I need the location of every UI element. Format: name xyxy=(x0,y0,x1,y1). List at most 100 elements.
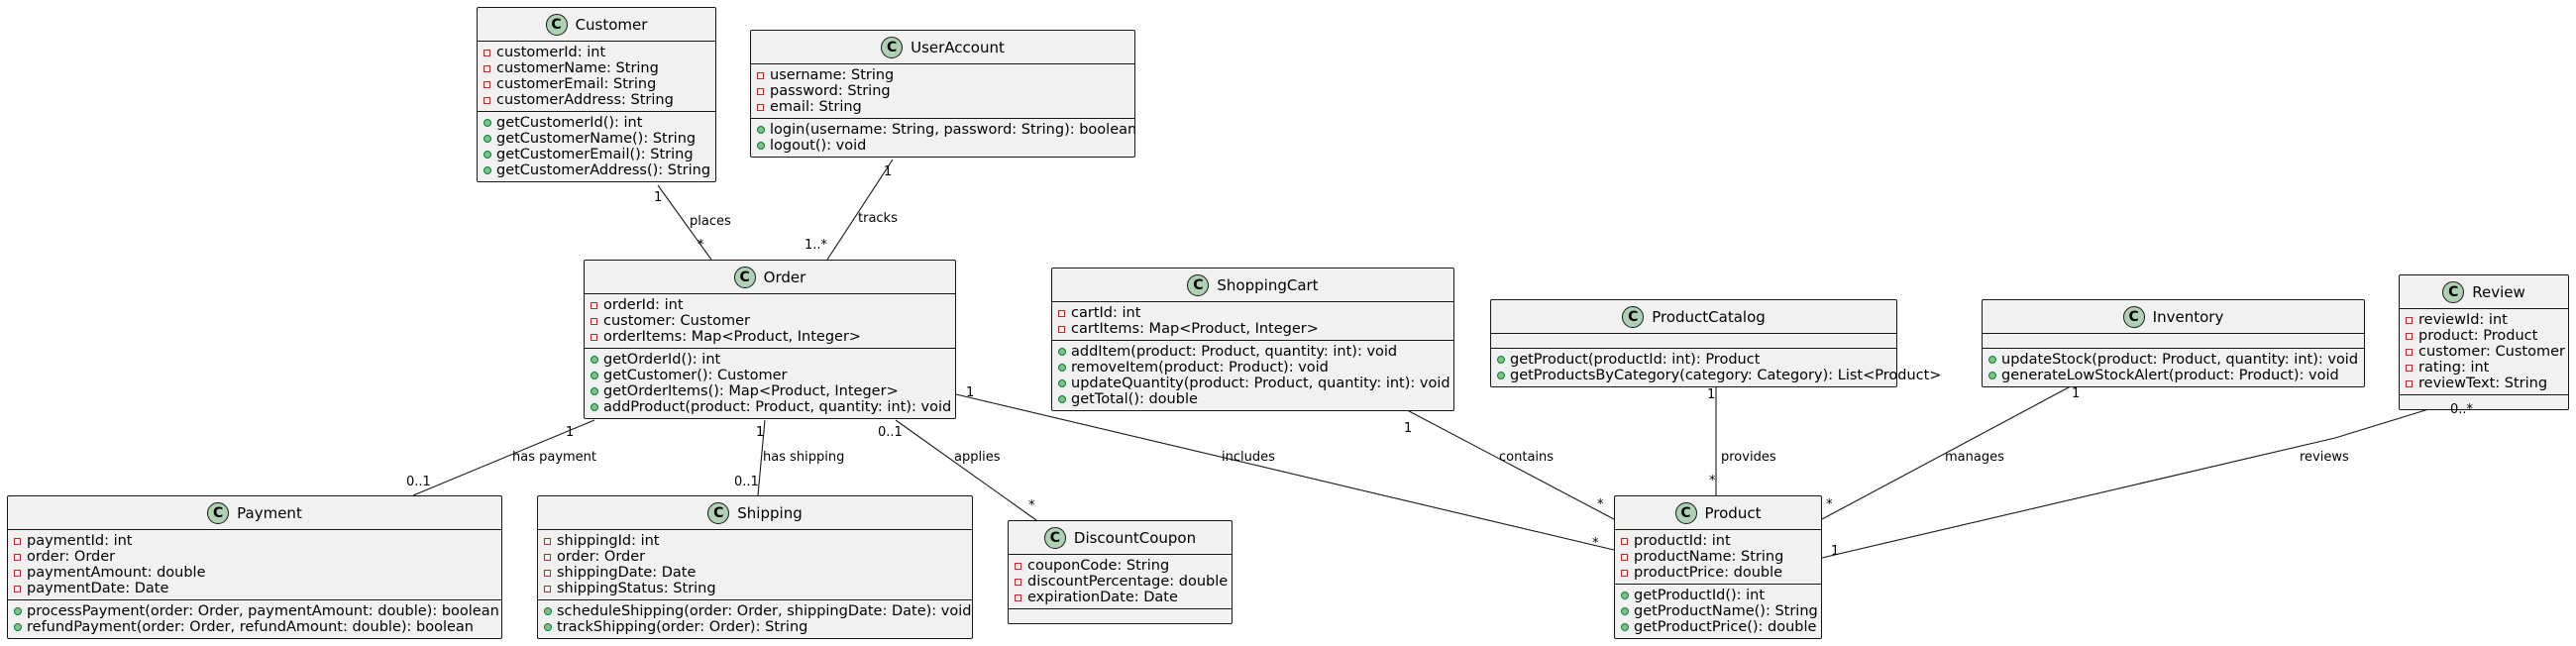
method-row: logout(): void xyxy=(751,138,1134,154)
association-contains xyxy=(1393,402,1615,520)
multiplicity-target-manages: * xyxy=(1826,497,1833,512)
private-visibility-icon xyxy=(1621,553,1628,561)
class-name: UserAccount xyxy=(911,38,1005,56)
attribute-text: shippingId: int xyxy=(557,533,660,549)
method-text: processPayment(order: Order, paymentAmou… xyxy=(27,603,499,619)
multiplicity-target-tracks: 1..* xyxy=(805,238,828,253)
methods-section: login(username: String, password: String… xyxy=(751,118,1136,157)
association-label-has-payment: has payment xyxy=(512,450,597,465)
method-text: removeItem(product: Product): void xyxy=(1071,360,1329,376)
association-has-payment xyxy=(412,419,595,496)
private-visibility-icon xyxy=(483,80,490,88)
public-visibility-icon xyxy=(1058,379,1066,387)
multiplicity-target-has-payment: 0..1 xyxy=(406,475,431,489)
method-row: getCustomerId(): int xyxy=(478,115,715,131)
method-row: getCustomerEmail(): String xyxy=(478,147,715,162)
multiplicity-source-has-shipping: 1 xyxy=(756,425,765,440)
attribute-text: paymentId: int xyxy=(27,533,133,549)
attribute-row: discountPercentage: double xyxy=(1009,574,1232,590)
method-text: getProductId(): int xyxy=(1634,588,1766,603)
attribute-text: shippingDate: Date xyxy=(557,565,697,581)
attribute-row: reviewText: String xyxy=(2400,376,2568,391)
private-visibility-icon xyxy=(1015,562,1021,570)
attribute-text: orderId: int xyxy=(603,297,684,313)
public-visibility-icon xyxy=(544,623,552,631)
private-visibility-icon xyxy=(2406,364,2413,372)
attribute-row: productName: String xyxy=(1615,549,1821,565)
method-row: updateQuantity(product: Product, quantit… xyxy=(1052,376,1453,391)
attribute-text: orderItems: Map<Product, Integer> xyxy=(603,329,862,345)
attributes-section xyxy=(1491,334,1896,348)
attribute-row: order: Order xyxy=(8,549,501,565)
methods-section xyxy=(1009,608,1232,623)
method-text: addProduct(product: Product, quantity: i… xyxy=(603,399,952,415)
methods-section: updateStock(product: Product, quantity: … xyxy=(1983,348,2364,386)
attribute-text: password: String xyxy=(770,83,891,99)
method-row: generateLowStockAlert(product: Product):… xyxy=(1983,368,2364,383)
private-visibility-icon xyxy=(544,585,551,592)
method-text: getProduct(productId: int): Product xyxy=(1510,352,1761,368)
private-visibility-icon xyxy=(544,537,551,545)
public-visibility-icon xyxy=(590,372,598,379)
private-visibility-icon xyxy=(14,585,21,592)
methods-section: addItem(product: Product, quantity: int)… xyxy=(1052,340,1453,410)
method-text: logout(): void xyxy=(770,138,867,154)
attribute-text: paymentDate: Date xyxy=(27,581,169,596)
multiplicity-source-reviews: 0..* xyxy=(2450,402,2474,417)
method-row: getCustomerName(): String xyxy=(478,131,715,147)
private-visibility-icon xyxy=(14,537,21,545)
method-text: getCustomer(): Customer xyxy=(603,368,788,383)
attribute-row: orderItems: Map<Product, Integer> xyxy=(585,329,955,345)
attribute-row: customerEmail: String xyxy=(478,76,715,92)
public-visibility-icon xyxy=(14,623,22,631)
class-stereotype-icon: C xyxy=(207,501,230,524)
method-text: trackShipping(order: Order): String xyxy=(557,619,808,635)
method-text: generateLowStockAlert(product: Product):… xyxy=(2001,368,2339,383)
private-visibility-icon xyxy=(757,103,764,111)
method-text: getProductName(): String xyxy=(1634,603,1818,619)
private-visibility-icon xyxy=(544,569,551,577)
multiplicity-source-manages: 1 xyxy=(2072,386,2081,401)
private-visibility-icon xyxy=(1058,325,1065,333)
public-visibility-icon xyxy=(1621,623,1629,631)
attribute-text: customer: Customer xyxy=(2418,344,2565,360)
attributes-section xyxy=(1983,334,2364,348)
association-label-applies: applies xyxy=(954,450,1001,465)
public-visibility-icon xyxy=(1988,356,1996,364)
attribute-text: rating: int xyxy=(2418,360,2490,376)
attribute-text: reviewId: int xyxy=(2418,312,2508,328)
attribute-text: customerAddress: String xyxy=(496,92,674,108)
attribute-row: customer: Customer xyxy=(2400,344,2568,360)
attribute-row: password: String xyxy=(751,83,1134,99)
multiplicity-source-applies: 0..1 xyxy=(878,425,903,440)
private-visibility-icon xyxy=(590,333,597,341)
association-reviews xyxy=(1821,393,2478,559)
methods-section: processPayment(order: Order, paymentAmou… xyxy=(8,599,501,638)
attribute-row: product: Product xyxy=(2400,328,2568,344)
class-stereotype-icon: C xyxy=(2122,305,2145,328)
public-visibility-icon xyxy=(757,142,765,150)
public-visibility-icon xyxy=(757,126,765,134)
private-visibility-icon xyxy=(757,71,764,79)
association-label-provides: provides xyxy=(1721,450,1776,465)
attribute-text: productName: String xyxy=(1634,549,1784,565)
